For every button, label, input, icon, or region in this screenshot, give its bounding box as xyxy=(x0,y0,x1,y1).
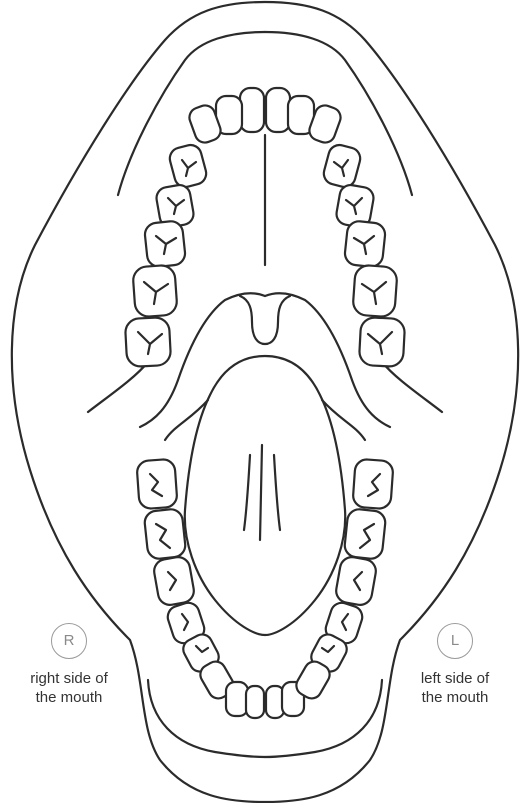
left-side-badge: L xyxy=(437,623,473,659)
upper-incisor xyxy=(240,88,264,132)
lower-right-molars xyxy=(136,459,222,675)
right-side-label-group: R right side of the mouth xyxy=(14,623,124,707)
tongue-side-right xyxy=(322,400,365,440)
cheek-line-left xyxy=(382,362,442,412)
right-side-label-line2: the mouth xyxy=(14,688,124,707)
upper-right-molars xyxy=(125,143,209,368)
lower-incisors xyxy=(197,658,334,718)
upper-incisor xyxy=(266,88,290,132)
right-side-label-line1: right side of xyxy=(14,669,124,688)
tongue-groove-left xyxy=(244,455,250,530)
tongue-midline xyxy=(260,445,262,540)
tongue-outline xyxy=(185,356,345,635)
tongue-side-left xyxy=(165,400,208,440)
uvula xyxy=(240,296,290,344)
upper-left-molars xyxy=(321,143,405,368)
left-side-label-group: L left side of the mouth xyxy=(400,623,510,707)
left-side-label-line2: the mouth xyxy=(400,688,510,707)
tongue-groove-right xyxy=(274,455,280,530)
left-side-label-line1: left side of xyxy=(400,669,510,688)
cheek-line-right xyxy=(88,362,148,412)
lower-left-molars xyxy=(308,459,394,675)
right-side-badge: R xyxy=(51,623,87,659)
